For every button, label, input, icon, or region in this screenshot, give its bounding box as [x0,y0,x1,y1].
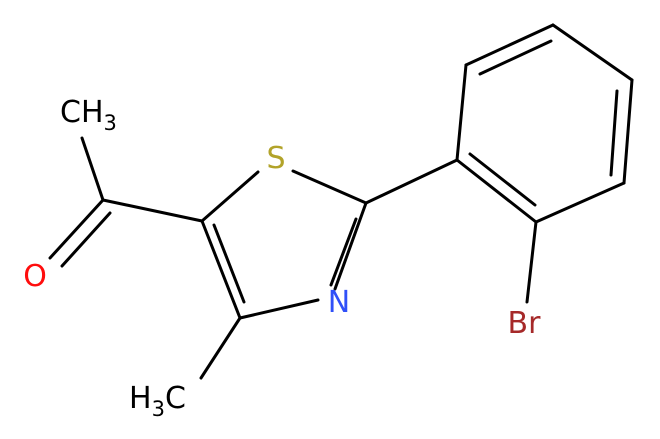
sulfur-label: S [266,141,285,176]
bond-c2-n3-outer [333,201,368,291]
bond-ph-6-1-inner [468,152,537,207]
bond-ring-methyl [199,316,242,380]
bond-ph-4-5-inner [609,89,619,177]
bond-carbonyl-outer [48,198,105,260]
bond-ph-1-2 [455,63,468,162]
nitrogen-label: N [328,285,350,320]
atom-labels: CH3 O S N Br H3C [23,95,541,421]
bond-acetyl-ring [101,198,204,223]
bond-ph-2-3 [464,23,555,67]
bonds [48,23,634,380]
bond-ph-br [525,220,538,304]
bond-c4-c5-outer [200,219,242,320]
bond-acetyl-methyl [80,136,105,202]
ring-methyl-label: H3C [129,381,186,421]
bond-c4-c5-inner [212,223,246,304]
bond-ph-3-4 [551,23,634,82]
bond-n3-c4 [238,298,320,320]
bond-c2-n3-inner [329,217,358,287]
bond-ph-4-5 [622,78,634,185]
bond-ph-5-6 [534,181,626,224]
bond-c5-s1 [200,170,260,223]
bond-ph-6-1 [455,158,538,224]
bond-ph-2-3-inner [478,39,553,76]
bromine-label: Br [508,306,542,341]
oxygen-label: O [23,259,47,294]
bond-thiazole-phenyl [364,158,459,205]
bond-s1-c2 [291,169,368,205]
bond-carbonyl-inner [60,211,112,268]
acetyl-methyl-label: CH3 [60,95,117,135]
